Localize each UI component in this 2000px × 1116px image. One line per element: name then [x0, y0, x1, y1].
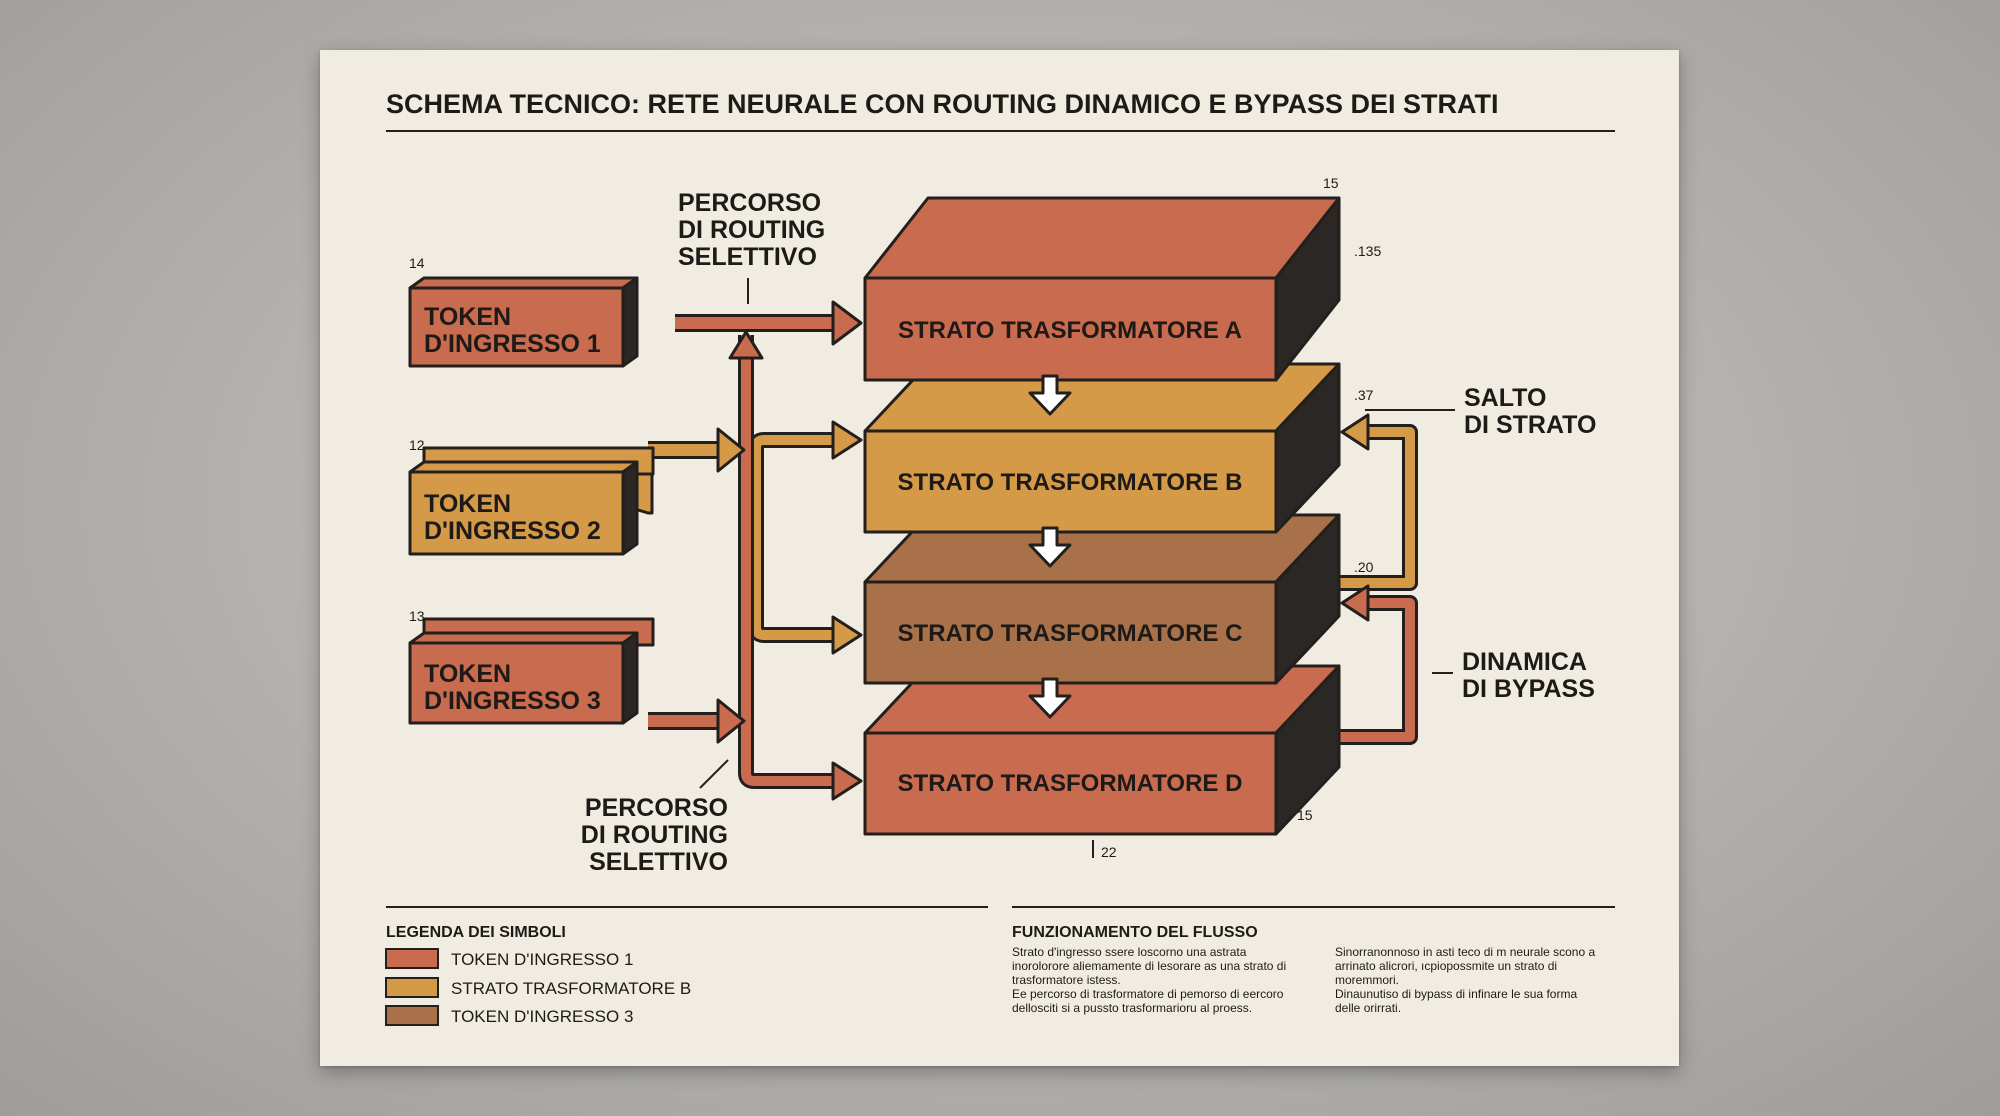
svg-text:PERCORSO: PERCORSO — [678, 189, 821, 217]
annotation-routing-bottom: PERCORSO DI ROUTING SELETTIVO — [581, 759, 729, 876]
legend-item-3: TOKEN D'INGRESSO 3 — [385, 1005, 633, 1026]
flow-text-col2: Sinorranonnoso in asti teco di m neurale… — [1335, 945, 1595, 1015]
svg-text:DI ROUTING: DI ROUTING — [678, 216, 825, 244]
annotation-bypass: DINAMICA DI BYPASS — [1432, 648, 1595, 703]
down-arrow-b-c — [1028, 526, 1072, 568]
token-1: TOKEN D'INGRESSO 1 14 — [408, 255, 863, 368]
token-3-line2: D'INGRESSO 3 — [424, 687, 601, 715]
token-3-number: 13 — [409, 608, 425, 624]
layer-a: STRATO TRASFORMATORE A — [863, 196, 1341, 382]
number-37: .37 — [1354, 387, 1374, 403]
flow-text-col1: Strato d'ingresso ssere loscorno una ast… — [1012, 945, 1286, 1015]
down-arrow-a-b — [1028, 374, 1072, 416]
svg-text:Dinaunutiso di bypass di infin: Dinaunutiso di bypass di infinare le sua… — [1335, 987, 1577, 1001]
svg-text:PERCORSO: PERCORSO — [585, 794, 728, 822]
token-2-line2: D'INGRESSO 2 — [424, 517, 601, 545]
number-15-d: 15 — [1297, 807, 1313, 823]
routing-branch-b-c — [748, 420, 863, 655]
routing-trunk — [728, 330, 863, 801]
legend-title: LEGENDA DEI SIMBOLI — [386, 924, 566, 941]
bypass-arrow — [1335, 584, 1418, 745]
svg-text:SELETTIVO: SELETTIVO — [678, 243, 817, 271]
svg-text:Sinorranonnoso in asti teco di: Sinorranonnoso in asti teco di m neurale… — [1335, 945, 1595, 959]
svg-text:DI STRATO: DI STRATO — [1464, 411, 1596, 439]
number-135: .135 — [1354, 243, 1381, 259]
layer-d-label: STRATO TRASFORMATORE D — [898, 770, 1243, 797]
down-arrow-c-d — [1028, 677, 1072, 719]
diagram-sheet: SCHEMA TECNICO: RETE NEURALE CON ROUTING… — [320, 50, 1679, 1066]
svg-text:SALTO: SALTO — [1464, 384, 1546, 412]
layer-b: STRATO TRASFORMATORE B — [863, 362, 1341, 534]
layer-b-label: STRATO TRASFORMATORE B — [898, 469, 1243, 496]
svg-text:arrinato alicrori, ıcpiopossmi: arrinato alicrori, ıcpiopossmite un stra… — [1335, 959, 1557, 973]
svg-text:DINAMICA: DINAMICA — [1462, 648, 1587, 676]
skip-arrow — [1335, 413, 1418, 591]
svg-text:DI BYPASS: DI BYPASS — [1462, 675, 1595, 703]
svg-text:Strato d'ingresso ssere loscor: Strato d'ingresso ssere loscorno una ast… — [1012, 945, 1247, 959]
svg-text:DI ROUTING: DI ROUTING — [581, 821, 728, 849]
number-22: 22 — [1101, 844, 1117, 860]
number-20: .20 — [1354, 559, 1374, 575]
svg-text:Ee percorso di trasformatore: Ee percorso di trasformatore di pemorso … — [1012, 987, 1284, 1001]
svg-text:TOKEN D'INGRESSO 3: TOKEN D'INGRESSO 3 — [451, 1007, 633, 1026]
token-2-number: 12 — [409, 437, 425, 453]
token-2: TOKEN D'INGRESSO 2 12 — [408, 427, 746, 556]
annotation-skip: SALTO DI STRATO — [1365, 384, 1596, 439]
legend-item-1: TOKEN D'INGRESSO 1 — [385, 948, 633, 969]
svg-text:trasformatore istess.: trasformatore istess. — [1012, 973, 1121, 987]
legend-item-2: STRATO TRASFORMATORE B — [385, 977, 691, 998]
svg-text:dellosciti si a pussto trasfor: dellosciti si a pussto trasformarioru al… — [1012, 1001, 1252, 1015]
svg-text:TOKEN D'INGRESSO 1: TOKEN D'INGRESSO 1 — [451, 950, 633, 969]
token-1-number: 14 — [409, 255, 425, 271]
svg-text:inorolororе aliemamente di les: inorolororе aliemamente di lesorare as u… — [1012, 959, 1286, 973]
neural-routing-diagram: SCHEMA TECNICO: RETE NEURALE CON ROUTING… — [385, 89, 1615, 1026]
layer-d: STRATO TRASFORMATORE D — [863, 664, 1341, 836]
layer-c-label: STRATO TRASFORMATORE C — [898, 620, 1243, 647]
layer-c: STRATO TRASFORMATORE C — [863, 513, 1341, 685]
layer-a-label: STRATO TRASFORMATORE A — [898, 317, 1242, 344]
page-title: SCHEMA TECNICO: RETE NEURALE CON ROUTING… — [386, 89, 1499, 119]
svg-text:moremmori.: moremmori. — [1335, 973, 1399, 987]
svg-text:delle orirrati.: delle orirrati. — [1335, 1001, 1401, 1015]
token-1-line1: TOKEN — [424, 303, 511, 331]
token-3-line1: TOKEN — [424, 660, 511, 688]
svg-text:SELETTIVO: SELETTIVO — [589, 848, 728, 876]
svg-text:STRATO TRASFORMATORE B: STRATO TRASFORMATORE B — [451, 979, 691, 998]
token-2-line1: TOKEN — [424, 490, 511, 518]
token-1-line2: D'INGRESSO 1 — [424, 330, 601, 358]
number-15-top: 15 — [1323, 175, 1339, 191]
token-3: TOKEN D'INGRESSO 3 13 — [408, 608, 746, 744]
flow-title: FUNZIONAMENTO DEL FLUSSO — [1012, 924, 1258, 941]
annotation-routing-top: PERCORSO DI ROUTING SELETTIVO — [678, 189, 825, 304]
